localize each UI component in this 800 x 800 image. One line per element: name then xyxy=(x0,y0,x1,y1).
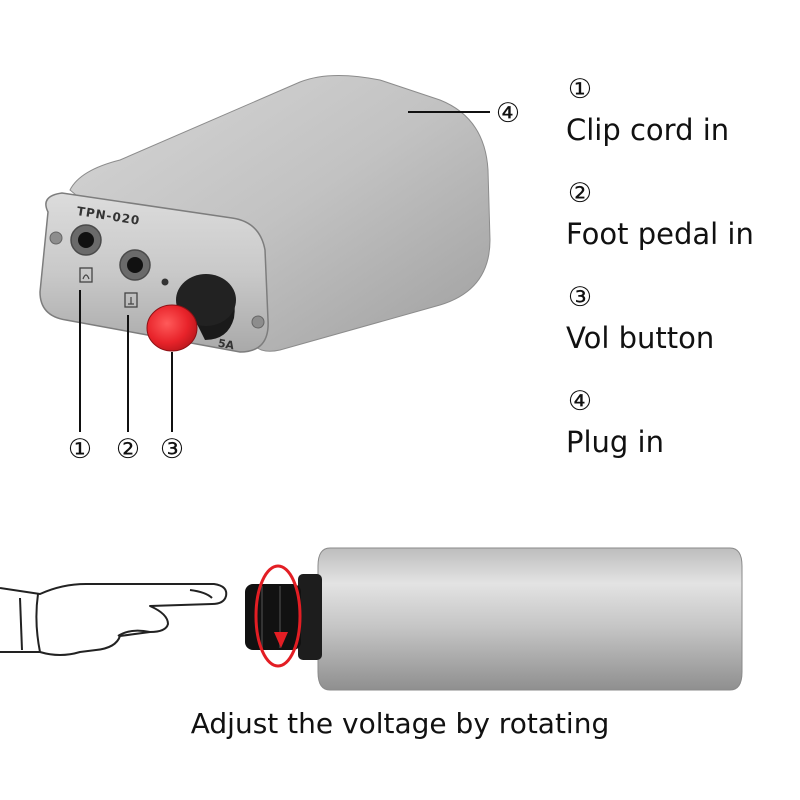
cylinder-body xyxy=(317,547,743,691)
callout-4: ④ xyxy=(495,98,521,129)
device-top-face xyxy=(69,75,491,352)
pedal-icon xyxy=(124,292,138,308)
cylinder-knob xyxy=(245,584,301,650)
cylinder-collar xyxy=(298,574,322,660)
caption: Adjust the voltage by rotating xyxy=(190,707,610,740)
callout-2: ② xyxy=(115,434,141,465)
legend-3-number: ③ xyxy=(567,282,593,313)
legend-3-label: Vol button xyxy=(566,321,715,355)
screw-hole-right xyxy=(251,315,265,329)
callout-1: ① xyxy=(67,434,93,465)
callout-3: ③ xyxy=(159,434,185,465)
legend-1-label: Clip cord in xyxy=(566,113,730,147)
led-hole xyxy=(161,278,169,286)
pointing-hand xyxy=(0,583,228,656)
legend-2-label: Foot pedal in xyxy=(566,217,754,251)
knob-red-cap xyxy=(146,304,198,352)
rotation-arrow xyxy=(254,564,302,668)
legend-2-number: ② xyxy=(567,178,593,209)
rating-label: 5A xyxy=(216,336,236,353)
jack-2-inner xyxy=(127,257,143,273)
legend-4-label: Plug in xyxy=(566,425,664,459)
jack-1-inner xyxy=(78,232,94,248)
headphone-icon xyxy=(79,267,93,283)
screw-hole-left xyxy=(49,231,63,245)
legend-1-number: ① xyxy=(567,74,593,105)
legend-4-number: ④ xyxy=(567,386,593,417)
